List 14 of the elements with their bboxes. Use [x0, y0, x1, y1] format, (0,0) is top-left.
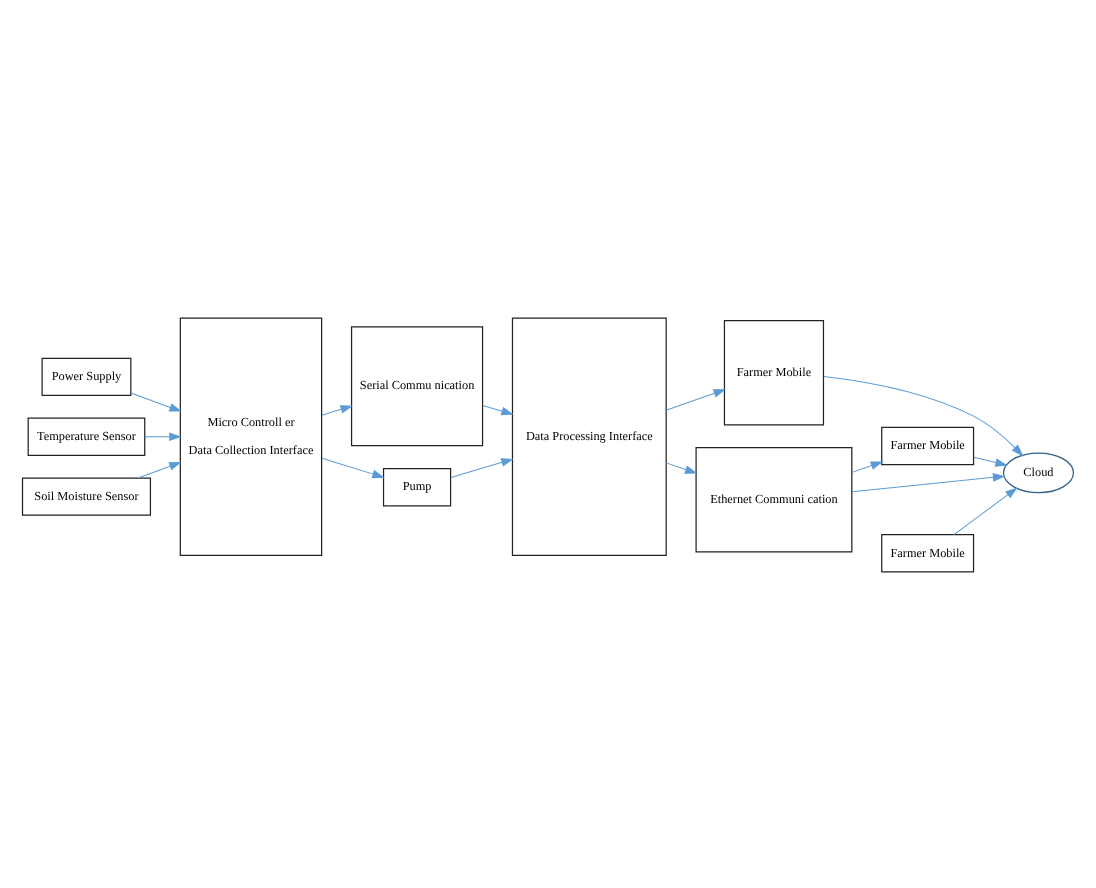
arrow [450, 457, 514, 478]
arrow [953, 486, 1018, 535]
arrow [144, 431, 182, 441]
arrow [665, 388, 726, 410]
arrow [137, 460, 182, 478]
arrow [130, 391, 182, 411]
arrow [321, 404, 353, 415]
arrow [482, 403, 514, 415]
arrow [321, 456, 385, 478]
arrow [851, 472, 1006, 492]
arrow [665, 461, 698, 473]
arrow [973, 455, 1008, 466]
arrow [823, 374, 1024, 456]
arrow [851, 460, 884, 472]
